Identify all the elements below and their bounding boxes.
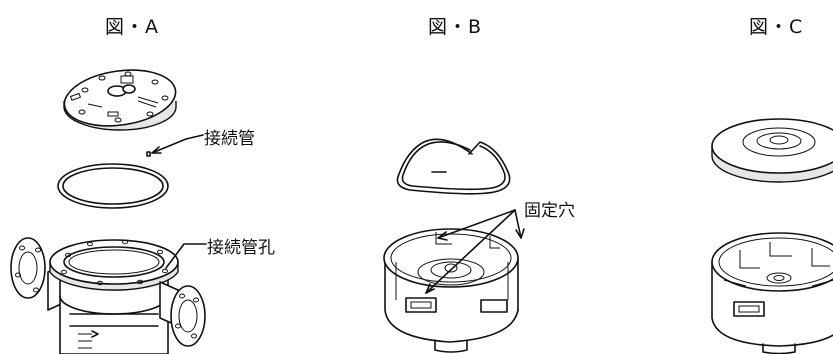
- connection-pipe-label: 接続管: [204, 129, 255, 149]
- connection-pipe-hole-label: 接続管孔: [207, 238, 275, 258]
- figure-c-drawing: [712, 119, 833, 354]
- vaned-cup: [712, 233, 833, 354]
- figure-b-title: 図・B: [428, 16, 483, 38]
- sensor-cover-plate: [61, 63, 179, 132]
- flanged-pipe-body: [11, 238, 205, 354]
- leader-lines-a: [152, 135, 206, 268]
- fixing-holes-leader: [426, 210, 524, 293]
- figure-a-drawing: [11, 63, 206, 354]
- o-ring-gasket: [58, 164, 168, 208]
- sensor-cup: [384, 229, 518, 352]
- figure-c-title: 図・C: [749, 16, 804, 38]
- figure-b-drawing: [384, 139, 524, 352]
- connection-pipe-part: [147, 152, 150, 156]
- connection-pipe-hole-leader: [166, 244, 206, 268]
- figure-a-title: 図・A: [105, 16, 159, 38]
- fixing-holes-label: 固定穴: [524, 201, 575, 221]
- domed-cap: [712, 119, 833, 182]
- connection-pipe-leader: [152, 135, 203, 153]
- wire-retaining-clip: [397, 139, 509, 193]
